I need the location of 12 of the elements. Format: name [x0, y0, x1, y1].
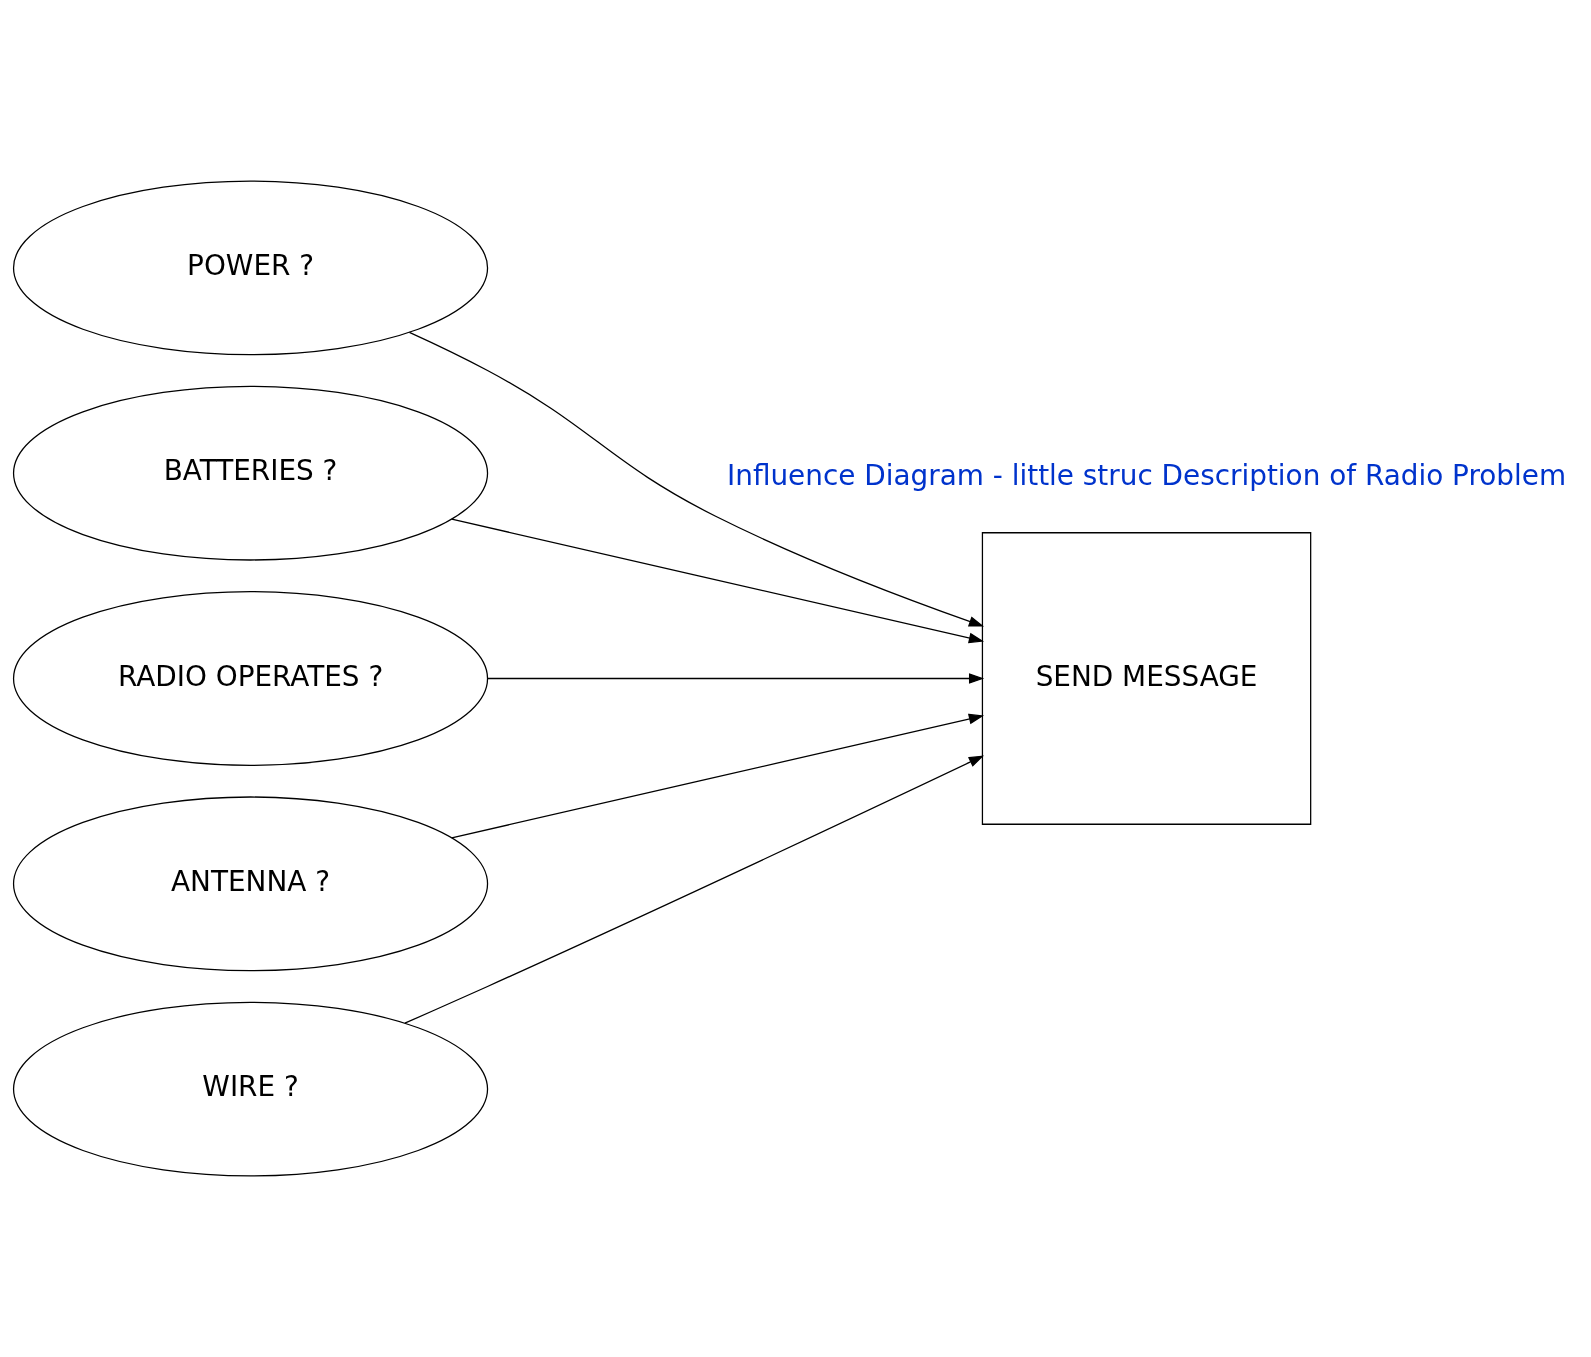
arrow: [451, 518, 985, 644]
node-box: SEND MESSAGE: [981, 532, 1312, 825]
arrow: [408, 331, 985, 627]
node-ellipse: ANTENNA ?: [12, 796, 489, 972]
node-ellipse: BATTERIES ?: [12, 385, 489, 561]
node-ellipse: POWER ?: [12, 180, 489, 356]
node-ellipse: WIRE ?: [12, 1001, 489, 1177]
arrow: [487, 673, 985, 684]
node-ellipse: RADIO OPERATES ?: [12, 591, 489, 766]
arrow: [451, 713, 985, 839]
arrow: [404, 755, 985, 1024]
label: Influence Diagram - little struc Description of Radio Problem: [727, 459, 1567, 493]
